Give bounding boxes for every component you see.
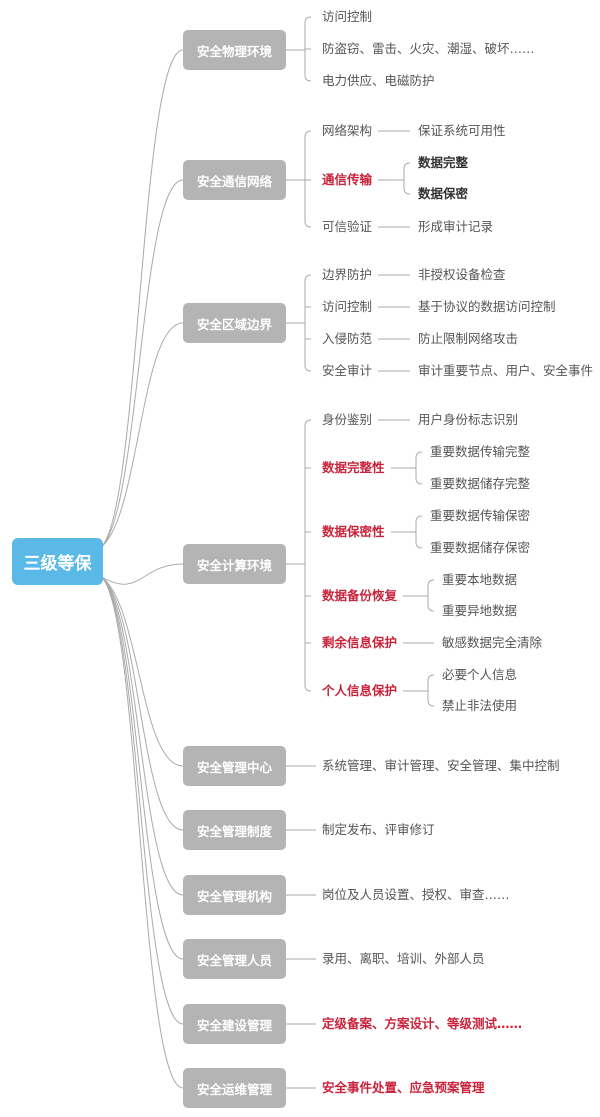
subtopic-item[interactable]: 数据完整 bbox=[418, 155, 469, 170]
connector bbox=[99, 575, 184, 1089]
topic-item[interactable]: 安全审计 bbox=[322, 363, 373, 378]
subtopic-item[interactable]: 禁止非法使用 bbox=[442, 698, 518, 713]
connector bbox=[99, 49, 184, 549]
topic-item[interactable]: 个人信息保护 bbox=[322, 683, 398, 698]
branch-node[interactable]: 安全建设管理 bbox=[183, 1004, 286, 1044]
connector bbox=[304, 419, 312, 692]
root-node[interactable]: 三级等保 bbox=[12, 538, 103, 585]
connector bbox=[99, 575, 184, 896]
subtopic-item[interactable]: 重要数据传输完整 bbox=[430, 444, 531, 459]
topic-item[interactable]: 访问控制 bbox=[322, 9, 373, 24]
connector bbox=[99, 575, 184, 767]
topic-item[interactable]: 可信验证 bbox=[322, 219, 373, 234]
topic-item[interactable]: 剩余信息保护 bbox=[322, 635, 398, 650]
connector bbox=[427, 674, 435, 707]
topic-item[interactable]: 安全事件处置、应急预案管理 bbox=[322, 1080, 485, 1095]
branch-node[interactable]: 安全计算环境 bbox=[183, 544, 286, 584]
branch-node[interactable]: 安全运维管理 bbox=[183, 1068, 286, 1108]
connector bbox=[99, 575, 184, 1025]
subtopic-item[interactable]: 必要个人信息 bbox=[442, 667, 518, 682]
topic-item[interactable]: 访问控制 bbox=[322, 299, 373, 314]
topic-item[interactable]: 录用、离职、培训、外部人员 bbox=[322, 951, 485, 966]
subtopic-item[interactable]: 重要本地数据 bbox=[442, 572, 518, 587]
subtopic-item[interactable]: 保证系统可用性 bbox=[418, 123, 506, 138]
topic-item[interactable]: 身份鉴别 bbox=[322, 412, 373, 427]
branch-node[interactable]: 安全管理人员 bbox=[183, 939, 286, 979]
subtopic-item[interactable]: 重要数据储存保密 bbox=[430, 540, 531, 555]
subtopic-item[interactable]: 用户身份标志识别 bbox=[418, 412, 519, 427]
topic-item[interactable]: 数据备份恢复 bbox=[322, 588, 398, 603]
topic-item[interactable]: 制定发布、评审修订 bbox=[322, 822, 435, 837]
connector bbox=[304, 274, 312, 372]
branch-node[interactable]: 安全区域边界 bbox=[183, 303, 286, 343]
topic-item[interactable]: 系统管理、审计管理、安全管理、集中控制 bbox=[322, 758, 560, 773]
branch-node[interactable]: 安全管理中心 bbox=[183, 746, 286, 786]
topic-item[interactable]: 边界防护 bbox=[322, 267, 373, 282]
branch-node[interactable]: 安全物理环境 bbox=[183, 30, 286, 70]
topic-item[interactable]: 岗位及人员设置、授权、审查…… bbox=[322, 887, 510, 902]
topic-item[interactable]: 定级备案、方案设计、等级测试…… bbox=[322, 1016, 523, 1031]
subtopic-item[interactable]: 形成审计记录 bbox=[418, 219, 494, 234]
connector bbox=[415, 515, 423, 549]
connector bbox=[304, 130, 312, 228]
branch-node[interactable]: 安全通信网络 bbox=[183, 160, 286, 200]
subtopic-item[interactable]: 重要异地数据 bbox=[442, 603, 518, 618]
connector bbox=[99, 179, 184, 549]
connector bbox=[99, 322, 184, 549]
topic-item[interactable]: 入侵防范 bbox=[322, 331, 373, 346]
connector bbox=[403, 162, 411, 195]
subtopic-item[interactable]: 审计重要节点、用户、安全事件 bbox=[418, 363, 594, 378]
connector bbox=[99, 575, 184, 831]
topic-item[interactable]: 网络架构 bbox=[322, 123, 373, 138]
subtopic-item[interactable]: 重要数据储存完整 bbox=[430, 476, 531, 491]
subtopic-item[interactable]: 非授权设备检查 bbox=[418, 267, 506, 282]
branch-node[interactable]: 安全管理机构 bbox=[183, 875, 286, 915]
subtopic-item[interactable]: 数据保密 bbox=[418, 186, 469, 201]
connector bbox=[99, 563, 184, 585]
branch-node[interactable]: 安全管理制度 bbox=[183, 810, 286, 850]
topic-item[interactable]: 电力供应、电磁防护 bbox=[322, 73, 435, 88]
topic-item[interactable]: 数据完整性 bbox=[322, 460, 385, 475]
subtopic-item[interactable]: 基于协议的数据访问控制 bbox=[418, 299, 556, 314]
connector bbox=[427, 579, 435, 612]
topic-item[interactable]: 通信传输 bbox=[322, 172, 373, 187]
connector bbox=[99, 575, 184, 960]
topic-item[interactable]: 数据保密性 bbox=[322, 524, 385, 539]
subtopic-item[interactable]: 重要数据传输保密 bbox=[430, 508, 531, 523]
topic-item[interactable]: 防盗窃、雷击、火灾、潮湿、破坏…… bbox=[322, 41, 535, 56]
subtopic-item[interactable]: 敏感数据完全清除 bbox=[442, 635, 543, 650]
connector bbox=[415, 451, 423, 485]
subtopic-item[interactable]: 防止限制网络攻击 bbox=[418, 331, 519, 346]
